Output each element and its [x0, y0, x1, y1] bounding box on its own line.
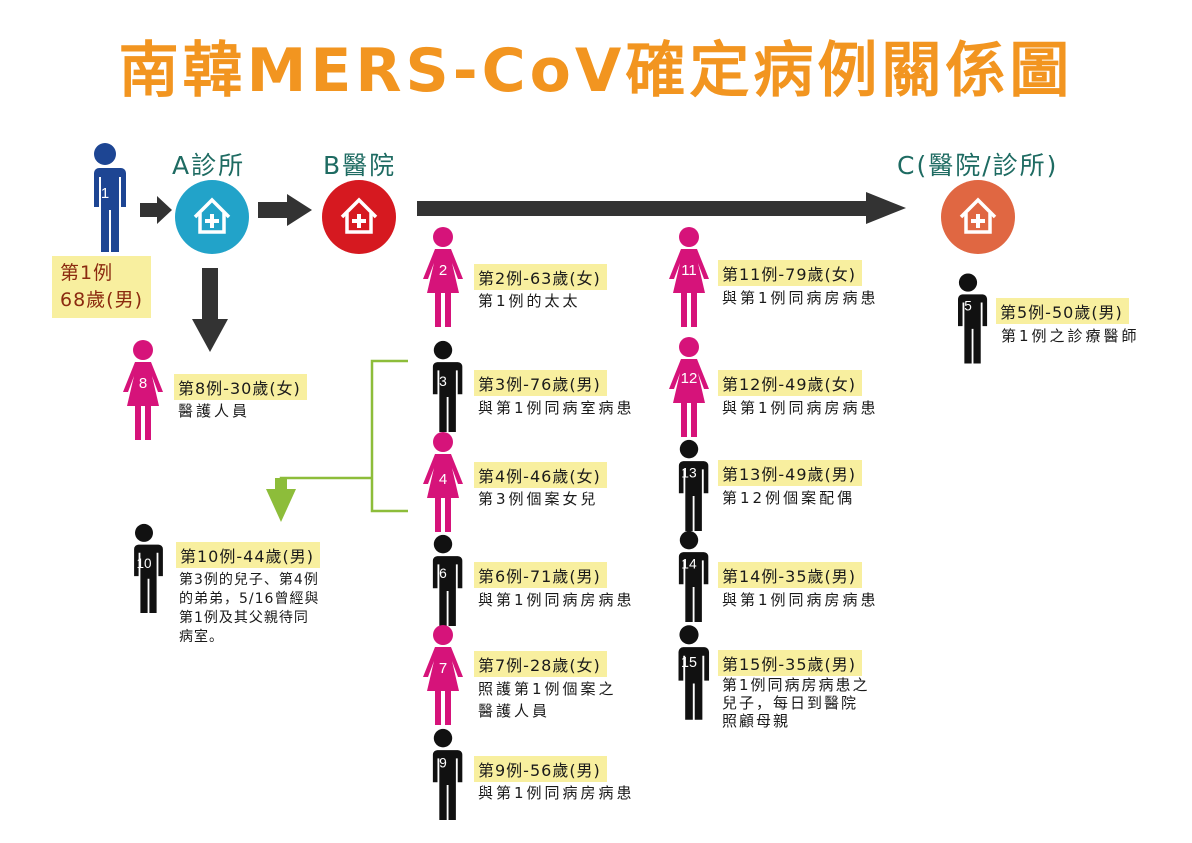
case-6-desc: 與第1例同病房病患 — [478, 591, 635, 609]
female-figure-icon: 12 — [669, 337, 709, 437]
case-10-tag: 第10例-44歲(男) — [176, 542, 320, 568]
case-number: 4 — [439, 471, 447, 488]
person-case-6: 6 — [422, 534, 464, 626]
green-arrow-head — [266, 489, 296, 522]
arrow-a-to-b — [258, 194, 312, 226]
female-figure-icon: 11 — [669, 227, 709, 327]
case-2-desc: 第1例的太太 — [478, 292, 581, 310]
case-number: 9 — [439, 756, 447, 771]
person-case-8: 8 — [120, 340, 166, 440]
female-figure-icon: 4 — [423, 432, 463, 532]
male-figure-icon: 6 — [428, 534, 463, 626]
case-number: 2 — [439, 262, 447, 279]
case-number: 3 — [439, 374, 447, 389]
male-figure-icon: 5 — [953, 273, 988, 364]
case-9-tag: 第9例-56歲(男) — [474, 756, 607, 782]
person-case-11: 11 — [666, 227, 712, 327]
arrow-b-to-c — [417, 192, 906, 224]
case-14-desc: 與第1例同病房病患 — [722, 591, 879, 609]
person-case-4: 4 — [420, 432, 466, 532]
case-14-tag: 第14例-35歲(男) — [718, 562, 862, 588]
case-number: 1 — [101, 185, 109, 202]
hospital-house-icon — [959, 197, 997, 234]
case-13-desc: 第12例個案配偶 — [722, 489, 856, 507]
hospital-c-icon — [941, 180, 1015, 254]
case-5-tag: 第5例-50歲(男) — [996, 298, 1129, 324]
person-case-1: 1 — [83, 140, 127, 254]
male-figure-icon: 1 — [89, 143, 126, 252]
female-figure-icon: 2 — [423, 227, 463, 327]
hospital-house-icon — [193, 197, 231, 234]
person-case-14: 14 — [668, 530, 710, 622]
case-number: 5 — [964, 299, 972, 314]
male-figure-icon: 14 — [674, 530, 709, 622]
case-12-tag: 第12例-49歲(女) — [718, 370, 862, 396]
case-9-desc: 與第1例同病房病患 — [478, 784, 635, 802]
male-figure-icon: 13 — [674, 439, 709, 531]
location-b-label: B醫院 — [323, 151, 397, 180]
case-5-desc: 第1例之診療醫師 — [1001, 327, 1140, 345]
case-4-tag: 第4例-46歲(女) — [474, 462, 607, 488]
case-number: 11 — [681, 262, 697, 279]
hospital-b-icon — [322, 180, 396, 254]
male-figure-icon: 10 — [129, 523, 163, 613]
female-figure-icon: 8 — [123, 340, 163, 440]
case-number: 7 — [439, 660, 447, 677]
person-case-9: 9 — [422, 728, 464, 820]
case-number: 12 — [681, 370, 698, 387]
case-1-tag: 第1例 68歲(男) — [52, 256, 152, 318]
arrow-case1-to-a — [140, 196, 172, 224]
case-7-desc: 照護第1例個案之 醫護人員 — [478, 680, 617, 720]
case-13-tag: 第13例-49歲(男) — [718, 460, 862, 486]
case-3-tag: 第3例-76歲(男) — [474, 370, 607, 396]
case-11-desc: 與第1例同病房病患 — [722, 289, 879, 307]
location-c-label: C(醫院/診所) — [897, 151, 1059, 180]
case-15-tag: 第15例-35歲(男) — [718, 650, 862, 676]
person-case-15: 15 — [668, 624, 710, 720]
page-title: 南韓MERS-CoV確定病例關係圖 — [118, 36, 1074, 106]
person-case-2: 2 — [420, 227, 466, 327]
male-figure-icon: 3 — [428, 340, 463, 432]
person-case-13: 13 — [668, 439, 710, 531]
male-figure-icon: 9 — [428, 728, 463, 820]
female-figure-icon: 7 — [423, 625, 463, 725]
case-number: 10 — [136, 556, 151, 571]
location-a-label: A診所 — [172, 151, 246, 180]
case-8-tag: 第8例-30歲(女) — [174, 374, 307, 400]
case-number: 14 — [681, 557, 697, 572]
person-case-5: 5 — [948, 272, 988, 364]
person-case-3: 3 — [422, 340, 464, 432]
hospital-house-icon — [340, 197, 378, 234]
case-15-desc: 第1例同病房病患之 兒子，每日到醫院 照顧母親 — [722, 676, 870, 730]
person-case-10: 10 — [124, 523, 164, 613]
case-4-desc: 第3例個案女兒 — [478, 490, 599, 508]
case-2-tag: 第2例-63歲(女) — [474, 264, 607, 290]
case-number: 6 — [439, 566, 447, 581]
case-8-desc: 醫護人員 — [178, 402, 251, 420]
clinic-a-icon — [175, 180, 249, 254]
male-figure-icon: 15 — [673, 625, 710, 720]
case-number: 8 — [139, 375, 147, 392]
case-3-desc: 與第1例同病室病患 — [478, 399, 635, 417]
case-11-tag: 第11例-79歲(女) — [718, 260, 862, 286]
case-10-desc: 第3例的兒子、第4例 的弟弟，5/16曾經與 第1例及其父親待同 病室。 — [179, 572, 320, 645]
case-7-tag: 第7例-28歲(女) — [474, 651, 607, 677]
case-number: 15 — [681, 655, 697, 671]
case-number: 13 — [681, 466, 697, 481]
arrow-a-to-case8 — [192, 268, 228, 352]
case-12-desc: 與第1例同病房病患 — [722, 399, 879, 417]
person-case-12: 12 — [666, 337, 712, 437]
case-6-tag: 第6例-71歲(男) — [474, 562, 607, 588]
person-case-7: 7 — [420, 625, 466, 725]
